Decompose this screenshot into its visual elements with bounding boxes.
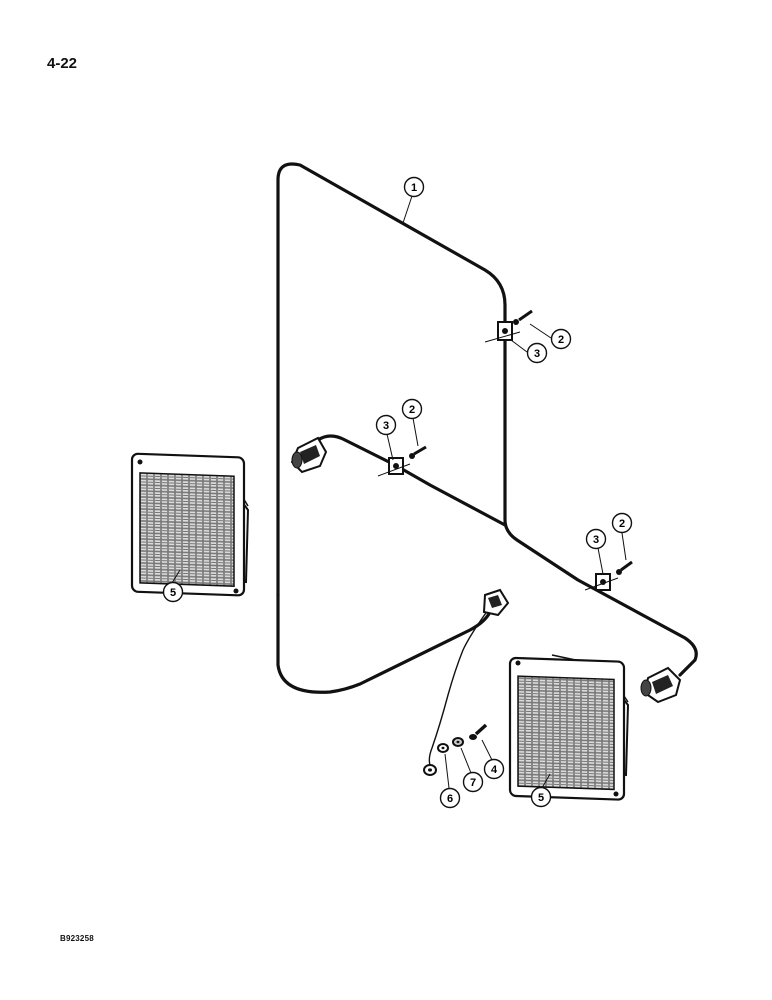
- ground-wire: [428, 609, 489, 766]
- callout-3-clamp-upper: 3: [526, 342, 548, 364]
- harness-wire: [276, 162, 698, 677]
- svg-text:3: 3: [534, 348, 540, 360]
- callout-1-harness: 1: [403, 176, 425, 198]
- callout-3-clamp-middle-right: 3: [585, 528, 607, 550]
- svg-text:3: 3: [593, 534, 599, 546]
- callout-5-lamp-left: 5: [162, 581, 184, 603]
- svg-text:5: 5: [538, 792, 544, 804]
- lamp-left: [130, 452, 250, 597]
- harness-branch-left: [316, 434, 507, 527]
- screw-middle-right: [616, 560, 633, 575]
- connector-right: [640, 666, 682, 704]
- connector-left: [290, 436, 328, 474]
- figure-code: B923258: [60, 934, 94, 943]
- callout-2-screw-middle-left: 2: [401, 398, 423, 420]
- screw-upper: [513, 309, 533, 325]
- svg-text:2: 2: [558, 334, 564, 346]
- clamp-middle-right: [584, 573, 619, 591]
- page-number: 4-22: [47, 55, 78, 72]
- lock-washer: [437, 743, 449, 753]
- callout-2-screw-upper: 2: [550, 328, 572, 350]
- callout-6-lock-washer: 6: [439, 787, 461, 809]
- callout-2-screw-middle-right: 2: [611, 512, 633, 534]
- bolt: [469, 723, 488, 740]
- lamp-right: [508, 654, 630, 801]
- clamp-upper: [484, 321, 521, 343]
- callout-7-nut: 7: [462, 771, 484, 793]
- callout-4-bolt: 4: [483, 758, 505, 780]
- svg-text:2: 2: [619, 518, 625, 530]
- svg-text:7: 7: [470, 777, 476, 789]
- svg-text:6: 6: [447, 793, 453, 805]
- harness-bottom-loop: [276, 593, 492, 694]
- callout-3-clamp-middle-left: 3: [375, 414, 397, 436]
- screw-middle-left: [409, 445, 427, 459]
- clamp-middle-left: [377, 457, 411, 477]
- callout-5-lamp-right: 5: [530, 786, 552, 808]
- svg-text:5: 5: [170, 587, 176, 599]
- svg-text:3: 3: [383, 420, 389, 432]
- svg-text:2: 2: [409, 404, 415, 416]
- ground-ring-terminal: [423, 764, 437, 776]
- nut: [452, 737, 464, 747]
- svg-text:4: 4: [491, 764, 498, 776]
- svg-text:1: 1: [411, 182, 417, 194]
- leader-lines: [171, 195, 627, 789]
- connector-center: [482, 588, 510, 617]
